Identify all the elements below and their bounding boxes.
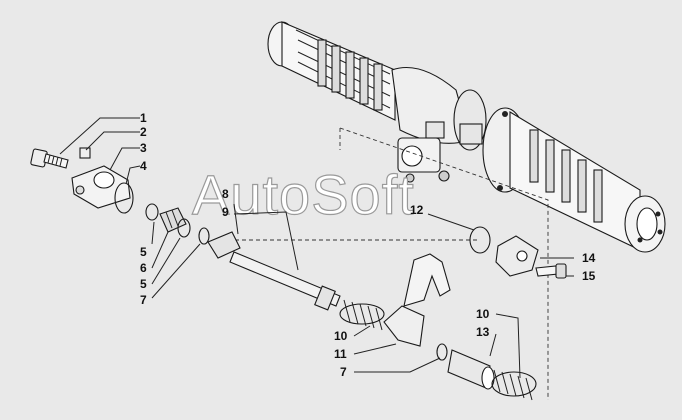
o-ring-part-4	[114, 182, 134, 214]
callout-14: 14	[582, 251, 596, 265]
sleeve-part-13	[447, 349, 495, 390]
callout-2: 2	[140, 125, 147, 139]
callout-10a: 10	[334, 329, 348, 343]
callout-7a: 7	[140, 293, 147, 307]
plug-part-2	[79, 147, 91, 159]
spring-part-10a	[339, 299, 385, 331]
callout-9: 9	[222, 205, 229, 219]
circlip-part-7a	[198, 227, 210, 245]
gearbox-housing	[267, 21, 666, 253]
housing-ribs-left	[317, 39, 383, 111]
shift-fork-part-11	[383, 253, 451, 347]
bolt-part-15	[535, 263, 567, 279]
ring-part-5a	[145, 203, 159, 221]
plug-part-14	[495, 235, 539, 277]
ring-part-5b	[177, 218, 191, 238]
callout-13: 13	[476, 325, 490, 339]
callout-7b: 7	[340, 365, 347, 379]
bolt-part-1	[30, 148, 69, 169]
callout-5a: 5	[140, 245, 147, 259]
callout-1: 1	[140, 111, 147, 125]
callout-8: 8	[222, 187, 229, 201]
o-ring-part-12	[469, 226, 491, 254]
callout-11: 11	[334, 347, 347, 361]
callout-6: 6	[140, 261, 147, 275]
callout-10b: 10	[476, 307, 490, 321]
callout-12: 12	[410, 203, 424, 217]
callout-labels: 1 2 3 4 5 6 5 7 8 9 12 14 15 10 11 7 10 …	[140, 111, 596, 379]
callout-15: 15	[582, 269, 596, 283]
shift-shaft-part-9	[229, 251, 341, 311]
watermark-text: AutoSoft	[192, 163, 415, 226]
leader-lines	[59, 117, 574, 379]
spring-part-10b	[491, 369, 537, 401]
spring-seat-part-6	[159, 207, 187, 233]
circlip-part-7b	[436, 343, 448, 361]
housing-mount-bosses	[397, 121, 483, 183]
callout-4: 4	[140, 159, 147, 173]
assembly-guide-lines	[228, 127, 549, 400]
callout-5b: 5	[140, 277, 147, 291]
valve-body-part-3	[71, 165, 131, 209]
housing-ribs-right	[529, 129, 603, 223]
callout-3: 3	[140, 141, 147, 155]
bushing-part-8	[207, 231, 241, 259]
